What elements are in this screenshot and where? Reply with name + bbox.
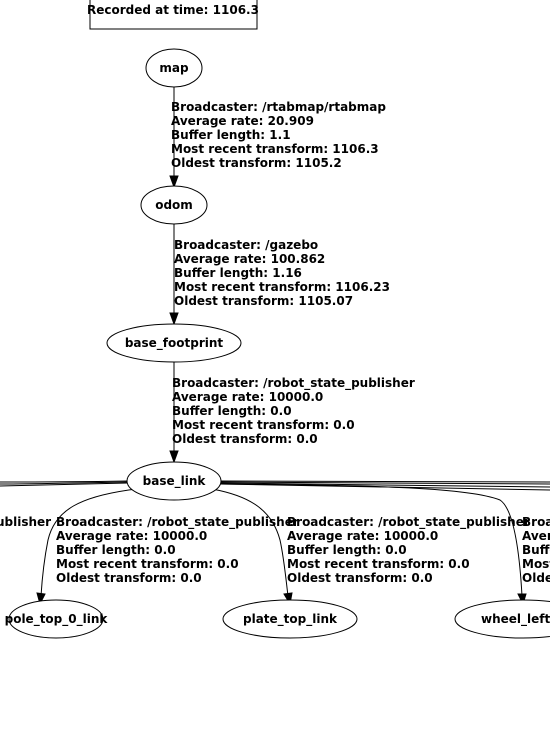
edge-label-line: Oldest transform: 1105.07 [174,294,353,308]
edge-label-line: Oldest transform: 1105.2 [171,156,342,170]
edge-label-line: Most recent transform: 0.0 [287,557,470,571]
edge-base-link-fan-left [0,480,129,487]
edge-label-line: Broadcaster: /rtabmap/rtabmap [171,100,386,114]
node-pole-top-0-link: pole_top_0_link [5,599,109,639]
node-base-link-label: base_link [143,474,207,489]
edge-label-line: Most recent transform: 0.0 [56,557,239,571]
edge-label-line: Oldest transform: 0.0 [56,571,202,585]
edge-label-line: ublisher [0,515,51,529]
edge-label-line: Olde [522,571,550,585]
edge-label-right-partial: Broa Avera Buffe Most Olde [522,515,550,585]
node-wheel-left-link: wheel_left_l [454,599,550,639]
node-plate-top-link-label: plate_top_link [243,612,338,627]
node-base-footprint: base_footprint [106,323,242,363]
node-map: map [145,48,203,88]
edge-label-base-link-pole-top-0-link: Broadcaster: /robot_state_publisher Aver… [56,515,299,585]
node-wheel-left-link-label: wheel_left_l [481,612,550,627]
edge-base-link-wheel-left [219,483,527,606]
edge-label-line: Oldest transform: 0.0 [172,432,318,446]
edge-label-line: Most recent transform: 1106.3 [171,142,379,156]
node-base-link: base_link [126,461,222,501]
edge-label-base-footprint-base-link: Broadcaster: /robot_state_publisher Aver… [172,376,415,446]
edge-label-base-link-plate-top-link: Broadcaster: /robot_state_publisher Aver… [287,515,530,585]
edge-label-odom-base-footprint: Broadcaster: /gazebo Average rate: 100.8… [174,238,390,308]
edge-label-line: Broadcaster: /robot_state_publisher [172,376,415,391]
edge-map-odom [169,87,179,189]
edge-label-line: Most recent transform: 0.0 [172,418,355,432]
edge-label-map-odom: Broadcaster: /rtabmap/rtabmap Average ra… [171,100,386,170]
recorded-at-box: Recorded at time: 1106.3 [87,0,259,30]
edge-label-line: Buffer length: 1.1 [171,128,291,142]
edge-label-line: Broadcaster: /gazebo [174,238,318,252]
edge-label-line: Avera [522,529,550,543]
node-base-footprint-label: base_footprint [125,336,224,351]
edge-label-line: Broadcaster: /robot_state_publisher [56,515,299,530]
edge-label-line: Average rate: 10000.0 [172,390,323,404]
edge-base-footprint-base-link [169,362,179,464]
edge-label-line: Most recent transform: 1106.23 [174,280,390,294]
node-odom: odom [140,185,208,225]
edge-odom-base-footprint [169,224,179,326]
node-odom-label: odom [155,198,193,212]
edge-base-link-plate-top-link [211,488,293,606]
edge-label-line: Buffer length: 0.0 [287,543,407,557]
node-map-label: map [159,61,189,75]
edge-label-line: Broadcaster: /robot_state_publisher [287,515,530,530]
edge-label-line: Average rate: 10000.0 [287,529,438,543]
edge-label-line: Oldest transform: 0.0 [287,571,433,585]
edge-label-line: Average rate: 20.909 [171,114,314,128]
edge-base-link-fan-right [219,480,550,491]
edge-label-left-partial: ublisher [0,515,51,529]
edge-label-line: Buffer length: 1.16 [174,266,302,280]
edge-base-link-pole-top-0-link [36,488,137,606]
recorded-at-label: Recorded at time: 1106.3 [87,3,259,17]
edge-label-line: Broa [522,515,550,529]
edge-label-line: Average rate: 10000.0 [56,529,207,543]
edge-label-line: Most [522,557,550,571]
node-plate-top-link: plate_top_link [222,599,358,639]
edge-label-line: Buffer length: 0.0 [56,543,176,557]
edge-label-line: Buffer length: 0.0 [172,404,292,418]
edge-label-line: Average rate: 100.862 [174,252,325,266]
edge-label-line: Buffe [522,543,550,557]
node-pole-top-0-link-label: pole_top_0_link [5,612,109,627]
